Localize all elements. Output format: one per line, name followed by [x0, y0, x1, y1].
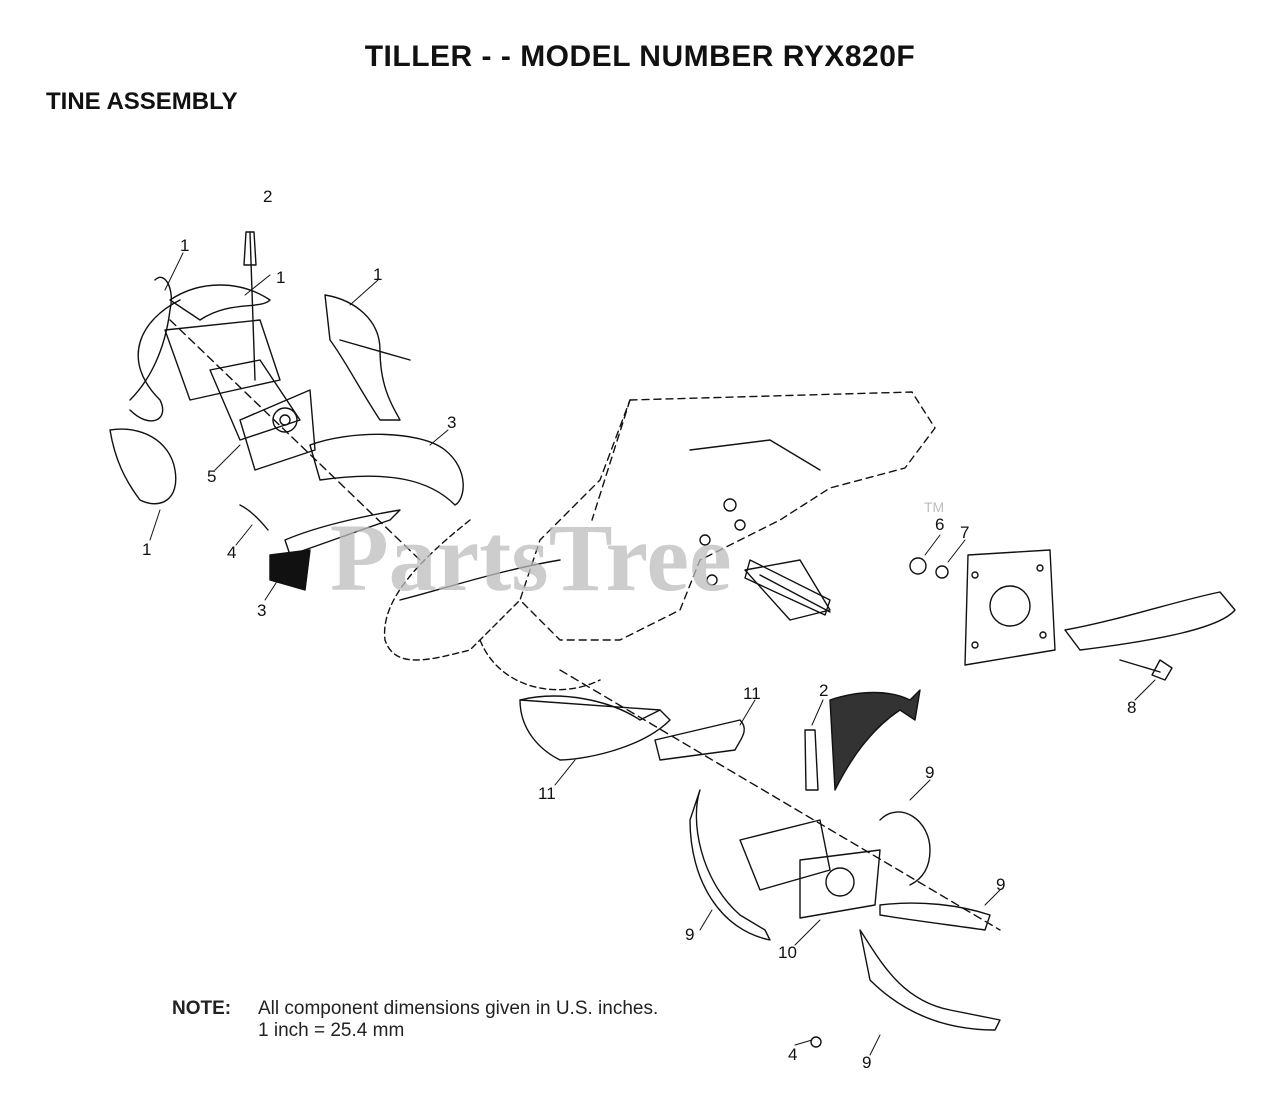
callout-9-d: 9 — [862, 1053, 871, 1072]
note-line-1: All component dimensions given in U.S. i… — [258, 998, 659, 1019]
dimension-note: NOTE: All component dimensions given in U… — [172, 998, 658, 1042]
callout-9-a: 9 — [925, 763, 934, 782]
callout-3-b: 3 — [257, 601, 266, 620]
callout-2-b: 2 — [819, 681, 828, 700]
callout-11-b: 11 — [538, 784, 556, 803]
left-tine-cluster — [109, 231, 464, 591]
callout-9-b: 9 — [996, 875, 1005, 894]
callout-6: 6 — [935, 515, 944, 534]
callout-1-c: 1 — [373, 265, 382, 284]
callout-3-a: 3 — [447, 413, 456, 432]
section-title: TINE ASSEMBLY — [46, 88, 238, 115]
callout-7: 7 — [960, 523, 969, 542]
transmission-housing — [519, 391, 936, 641]
callout-9-c: 9 — [685, 925, 694, 944]
callout-1-a: 1 — [180, 236, 189, 255]
lower-right-tine-cluster — [519, 669, 1001, 1048]
callout-5: 5 — [207, 467, 216, 486]
callout-11-a: 11 — [743, 684, 761, 703]
right-shaft-and-plate — [744, 549, 1236, 681]
watermark-trademark: TM — [924, 499, 944, 515]
callout-4-b: 4 — [788, 1045, 797, 1064]
diagram-title: TILLER - - MODEL NUMBER RYX820F — [364, 40, 916, 73]
callout-2-a: 2 — [263, 187, 272, 206]
callout-10: 10 — [778, 943, 797, 962]
callout-labels: 1 2 1 1 1 3 5 4 3 6 7 8 2 11 11 9 9 9 10… — [142, 187, 1136, 1072]
callout-1-b: 1 — [276, 268, 285, 287]
leader-lines — [149, 252, 1156, 1056]
note-label: NOTE: — [172, 998, 232, 1019]
callout-4-a: 4 — [227, 543, 236, 562]
watermark: PartsTree — [330, 504, 732, 611]
callout-8: 8 — [1127, 698, 1136, 717]
note-line-2: 1 inch = 25.4 mm — [258, 1020, 405, 1041]
callout-1-d: 1 — [142, 540, 151, 559]
